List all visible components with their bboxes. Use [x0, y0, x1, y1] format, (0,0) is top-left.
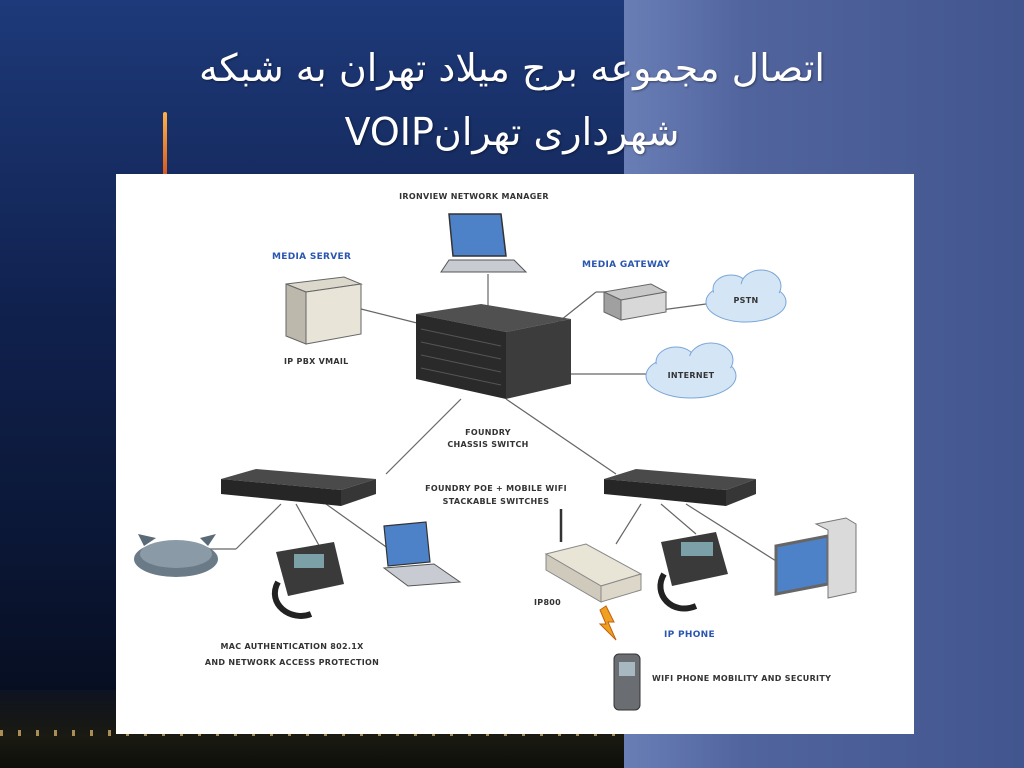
label-network-manager: IRONVIEW NETWORK MANAGER — [399, 192, 549, 201]
label-chassis-line2: CHASSIS SWITCH — [447, 440, 529, 449]
label-pstn: PSTN — [733, 296, 759, 305]
title-line-2: VOIPشهرداری تهران — [344, 110, 680, 154]
pstn-cloud-icon — [705, 269, 787, 323]
wifi-access-point-icon — [544, 509, 643, 603]
label-ip-wifi: IP800 — [534, 598, 562, 607]
media-gateway-icon — [602, 283, 668, 321]
network-diagram: IRONVIEW NETWORK MANAGER MEDIA SERVER IP… — [116, 174, 914, 734]
desktop-computer-icon — [774, 517, 857, 599]
lightning-icon — [598, 605, 617, 641]
label-stack-line2: STACKABLE SWITCHES — [442, 497, 550, 506]
title-line-1: اتصال مجموعه برج میلاد تهران به شبکه — [199, 46, 825, 90]
conference-phone-icon — [134, 534, 218, 577]
label-mac-auth-line2: AND NETWORK ACCESS PROTECTION — [204, 658, 380, 667]
label-stack-line1: FOUNDRY POE + MOBILE WIFI — [425, 484, 567, 493]
chassis-switch-icon — [416, 304, 571, 399]
label-internet: INTERNET — [667, 371, 715, 380]
label-ip-phone: IP PHONE — [664, 630, 715, 640]
laptop-left-icon — [382, 521, 462, 587]
tower-image — [163, 112, 167, 182]
slide-title: اتصال مجموعه برج میلاد تهران به شبکه VOI… — [40, 36, 984, 164]
label-wifi-phone: WIFI PHONE MOBILITY AND SECURITY — [652, 674, 832, 683]
media-server-icon — [285, 276, 363, 345]
stack-switch-right-icon — [604, 469, 756, 506]
internet-cloud-icon — [645, 342, 737, 399]
label-ip-pbx: IP PBX VMAIL — [284, 357, 349, 366]
connection-lines — [206, 274, 777, 562]
label-media-server: MEDIA SERVER — [272, 252, 352, 262]
stack-switch-left-icon — [221, 469, 376, 506]
network-manager-laptop — [440, 213, 528, 273]
wifi-phone-icon — [613, 653, 641, 711]
label-media-gateway: MEDIA GATEWAY — [582, 260, 671, 270]
diagram-graphics — [134, 213, 857, 711]
label-mac-auth-line1: MAC AUTHENTICATION 802.1X — [220, 642, 364, 651]
desk-phone-right-icon — [657, 532, 728, 612]
desk-phone-left-icon — [272, 542, 344, 619]
label-chassis-line1: FOUNDRY — [465, 428, 511, 437]
